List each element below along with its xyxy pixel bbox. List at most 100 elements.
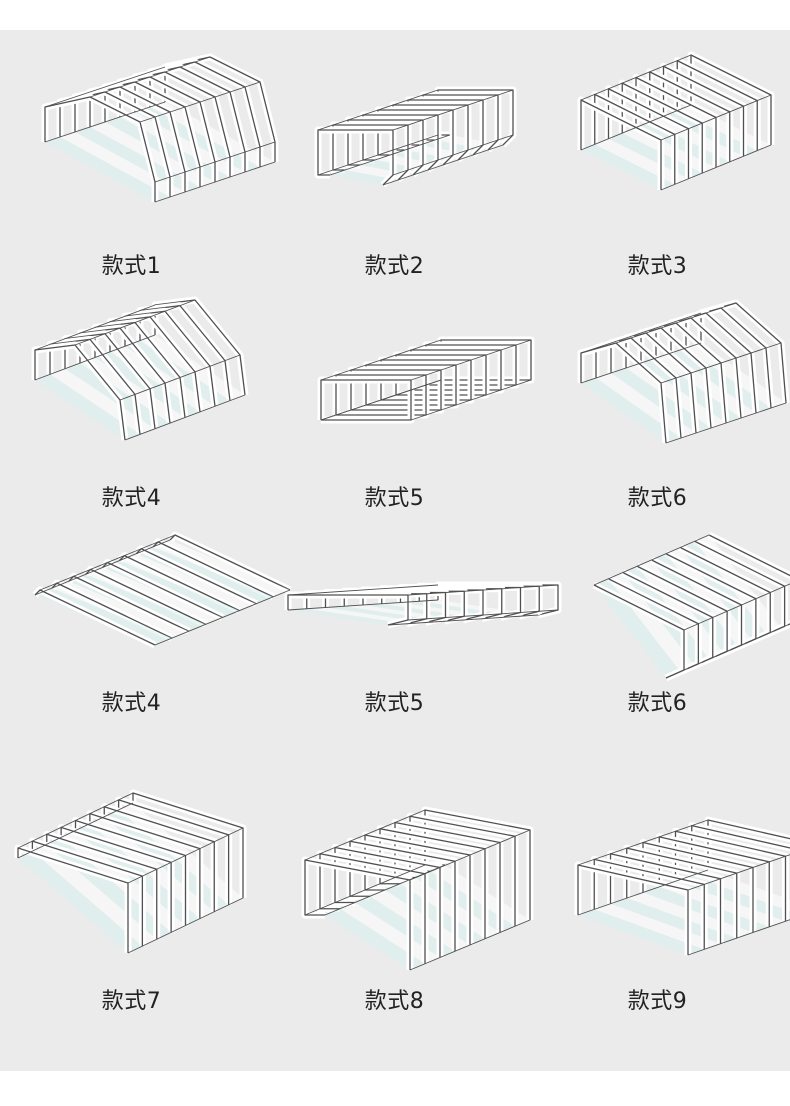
bellows-fold-shade xyxy=(663,110,758,157)
bellows-ridge-line xyxy=(665,627,782,679)
bellows-ridge-line xyxy=(154,141,276,183)
style-label: 款式2 xyxy=(364,254,425,279)
bellows-plate-edge xyxy=(593,858,705,950)
style-card-12: 款式9 xyxy=(526,765,790,1025)
style-label: 款式5 xyxy=(364,691,425,716)
bellows-plate-edge xyxy=(317,129,394,186)
bellows-ridge-line xyxy=(89,56,211,98)
bellows-fold-shade xyxy=(50,368,155,435)
bellows-fold-shade xyxy=(608,133,703,179)
bellows-ridge-line xyxy=(304,864,426,916)
bellows-ridge-line xyxy=(127,897,244,954)
bellows-plate-edge xyxy=(377,109,454,166)
bellows-ridge-line xyxy=(17,792,134,849)
bellows-fold-shade xyxy=(45,137,170,202)
bellows-plate-edge xyxy=(117,799,230,905)
style-label: 款式6 xyxy=(627,691,688,716)
bellows-fold-shade xyxy=(330,170,398,185)
flat-strip-bellows-cover-icon xyxy=(32,531,292,649)
bellows-ridge-line xyxy=(392,134,514,176)
c-channel-bellows-cover-icon xyxy=(314,86,517,188)
bellows-ridge-line xyxy=(580,342,702,384)
bellows-fold-shade xyxy=(594,578,681,678)
gable-roof-bellows-cover-icon xyxy=(31,296,249,441)
bellows-ridge-line xyxy=(44,66,166,108)
bellows-ridge-line xyxy=(687,919,790,956)
bellows-ridge-line xyxy=(660,342,782,384)
inverted-l-bellows-cover-icon xyxy=(14,789,247,954)
bellows-ridge-line xyxy=(17,802,134,859)
bellows-ridge-line xyxy=(74,299,196,346)
bellows-plate-edge xyxy=(132,792,244,898)
bellows-fold-shade xyxy=(677,105,771,151)
bellows-plate-edge xyxy=(347,119,424,176)
bellows-fold-shade xyxy=(608,572,695,672)
bellows-ridge-line xyxy=(34,334,156,381)
catalog-panel: 款式1 款式2 款式3 款式4 款式5 款式6 款式4 款式5 款式6 款式7 … xyxy=(0,30,790,1071)
bellows-fold-shade xyxy=(355,896,455,958)
hipped-roof-bellows-cover-icon xyxy=(577,299,790,444)
bellows-ridge-line xyxy=(407,584,559,596)
style-card-1: 款式1 xyxy=(0,30,279,290)
bellows-plate-edge xyxy=(594,93,676,185)
bellows-ridge-line xyxy=(580,312,702,354)
bellows-fold-shade xyxy=(637,560,724,660)
style-label: 款式5 xyxy=(364,486,425,511)
bellows-fold-shade xyxy=(581,144,675,190)
bellows-plate-edge xyxy=(609,853,722,944)
bellows-fold-shade xyxy=(578,909,705,955)
bellows-ridge-line xyxy=(683,583,790,631)
arched-bellows-cover-icon xyxy=(41,53,279,203)
bellows-plate-edge xyxy=(362,114,439,171)
style-card-9: 款式6 xyxy=(526,520,790,730)
bellows-ridge-line xyxy=(577,869,709,916)
bellows-plate-edge xyxy=(708,534,790,629)
hook-edge-bellows-cover-icon xyxy=(592,531,790,682)
bellows-ridge-line xyxy=(44,101,166,143)
bellows-fold-shade xyxy=(581,378,681,443)
style-label: 款式4 xyxy=(101,691,162,716)
bellows-ridge-line xyxy=(317,89,439,131)
style-card-8: 款式5 xyxy=(263,520,562,730)
bellows-ridge-line xyxy=(410,379,532,421)
bellows-plate-edge xyxy=(332,124,409,181)
c-channel-flange-bellows-cover-icon xyxy=(301,806,534,971)
bellows-plate-edge xyxy=(31,840,144,947)
l-shape-bellows-cover-icon xyxy=(577,51,775,191)
bellows-ridge-line xyxy=(665,402,787,444)
bellows-ridge-line xyxy=(287,584,439,596)
bellows-ridge-line xyxy=(660,94,772,141)
bellows-ridge-line xyxy=(329,134,451,176)
low-profile-bellows-cover-icon xyxy=(284,581,562,629)
bellows-fold-shade xyxy=(649,116,744,162)
bellows-ridge-line xyxy=(615,302,737,344)
bellows-fold-shade xyxy=(622,566,710,666)
u-shape-bellows-cover-icon xyxy=(574,816,790,956)
bellows-ridge-line xyxy=(39,534,176,591)
bellows-fold-shade xyxy=(596,373,696,438)
style-label: 款式9 xyxy=(627,989,688,1014)
bellows-ridge-line xyxy=(407,609,559,621)
bellows-plate-edge xyxy=(103,806,215,912)
style-label: 款式8 xyxy=(364,989,425,1014)
bellows-fold-shade xyxy=(325,908,425,970)
bellows-fold-shade xyxy=(340,902,440,964)
bellows-plate-edge xyxy=(580,99,662,190)
bellows-ridge-line xyxy=(287,599,439,611)
bellows-plate-edge xyxy=(89,812,201,919)
bellows-fold-shade xyxy=(18,851,143,953)
bellows-plate-edge xyxy=(17,847,129,953)
bellows-ridge-line xyxy=(154,161,276,203)
bellows-fold-shade xyxy=(288,608,407,625)
bellows-fold-shade xyxy=(636,121,730,168)
bellows-ridge-line xyxy=(139,81,261,123)
bellows-ridge-line xyxy=(127,827,244,884)
bellows-fold-shade xyxy=(651,553,738,653)
bellows-ridge-line xyxy=(660,144,772,191)
bellows-ridge-line xyxy=(577,819,709,866)
bellows-fold-shade xyxy=(665,547,753,647)
bellows-fold-shade xyxy=(680,541,767,641)
style-card-10: 款式7 xyxy=(0,765,263,1025)
bellows-ridge-line xyxy=(387,614,539,626)
bellows-ridge-line xyxy=(317,134,439,176)
